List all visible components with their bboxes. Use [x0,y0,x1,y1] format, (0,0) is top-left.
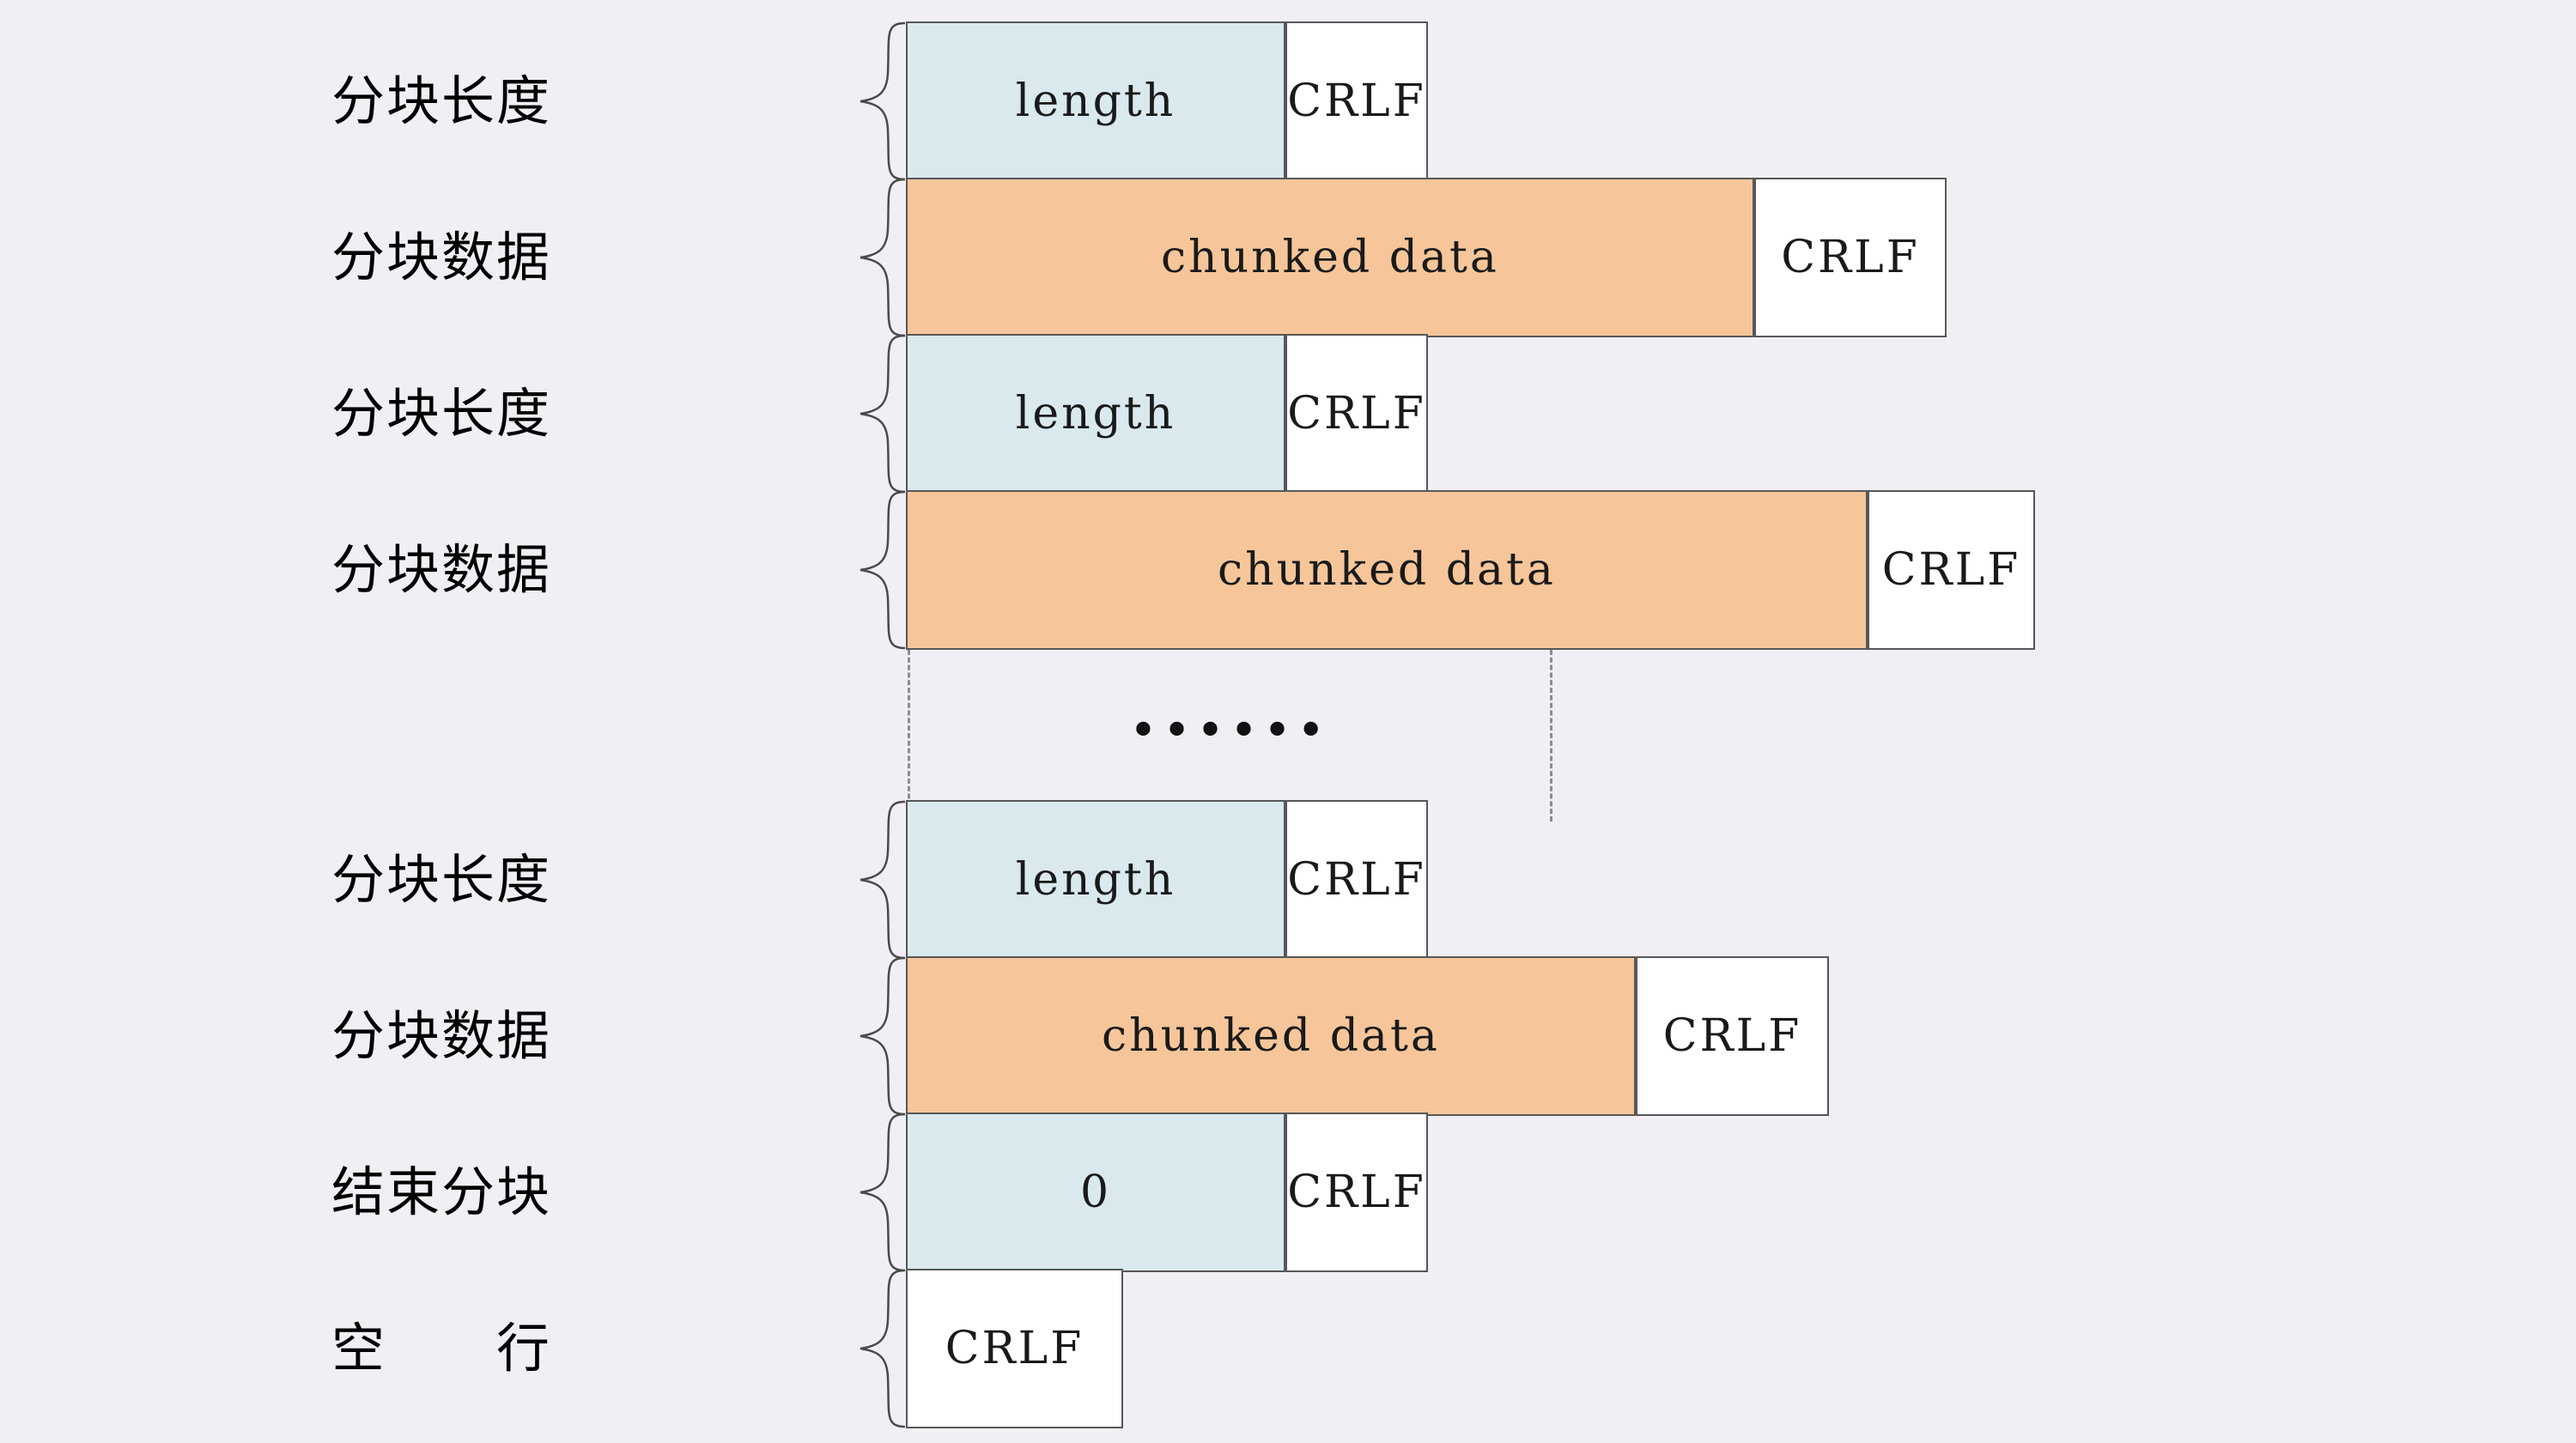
row-label-terminating-chunk: 结束分块 [331,1161,551,1223]
field-chunked-data: chunked data [906,490,1868,650]
field-crlf: CRLF [1285,800,1428,960]
row-label-chunk-data-2: 分块数据 [331,538,551,601]
brace-icon [859,490,907,650]
continuation-dash-right [1550,650,1552,822]
field-crlf: CRLF [1285,1113,1428,1272]
row-label-empty-line: 空 行 [331,1317,551,1379]
brace-icon [859,21,907,181]
field-crlf: CRLF [1285,334,1428,494]
field-chunked-data: chunked data [906,956,1636,1116]
field-chunked-data: chunked data [906,178,1754,337]
brace-icon [859,1113,907,1272]
field-crlf: CRLF [1636,956,1829,1116]
row-label-chunk-length-3: 分块长度 [331,848,551,911]
brace-icon [859,1269,907,1428]
ellipsis-indicator: •••••• [1128,703,1331,759]
field-length: length [906,21,1285,181]
brace-icon [859,956,907,1116]
field-crlf: CRLF [1754,178,1947,337]
row-label-chunk-data-3: 分块数据 [331,1004,551,1067]
field-crlf: CRLF [1285,21,1428,181]
row-label-chunk-length-1: 分块长度 [331,70,551,132]
field-length: length [906,334,1285,494]
field-crlf: CRLF [906,1269,1123,1428]
brace-icon [859,334,907,494]
row-label-chunk-data-1: 分块数据 [331,226,551,288]
brace-icon [859,178,907,337]
brace-icon [859,800,907,960]
row-label-chunk-length-2: 分块长度 [331,382,551,445]
field-zero-length: 0 [906,1113,1285,1272]
field-crlf: CRLF [1868,490,2035,650]
continuation-dash-left [908,650,910,822]
field-length: length [906,800,1285,960]
